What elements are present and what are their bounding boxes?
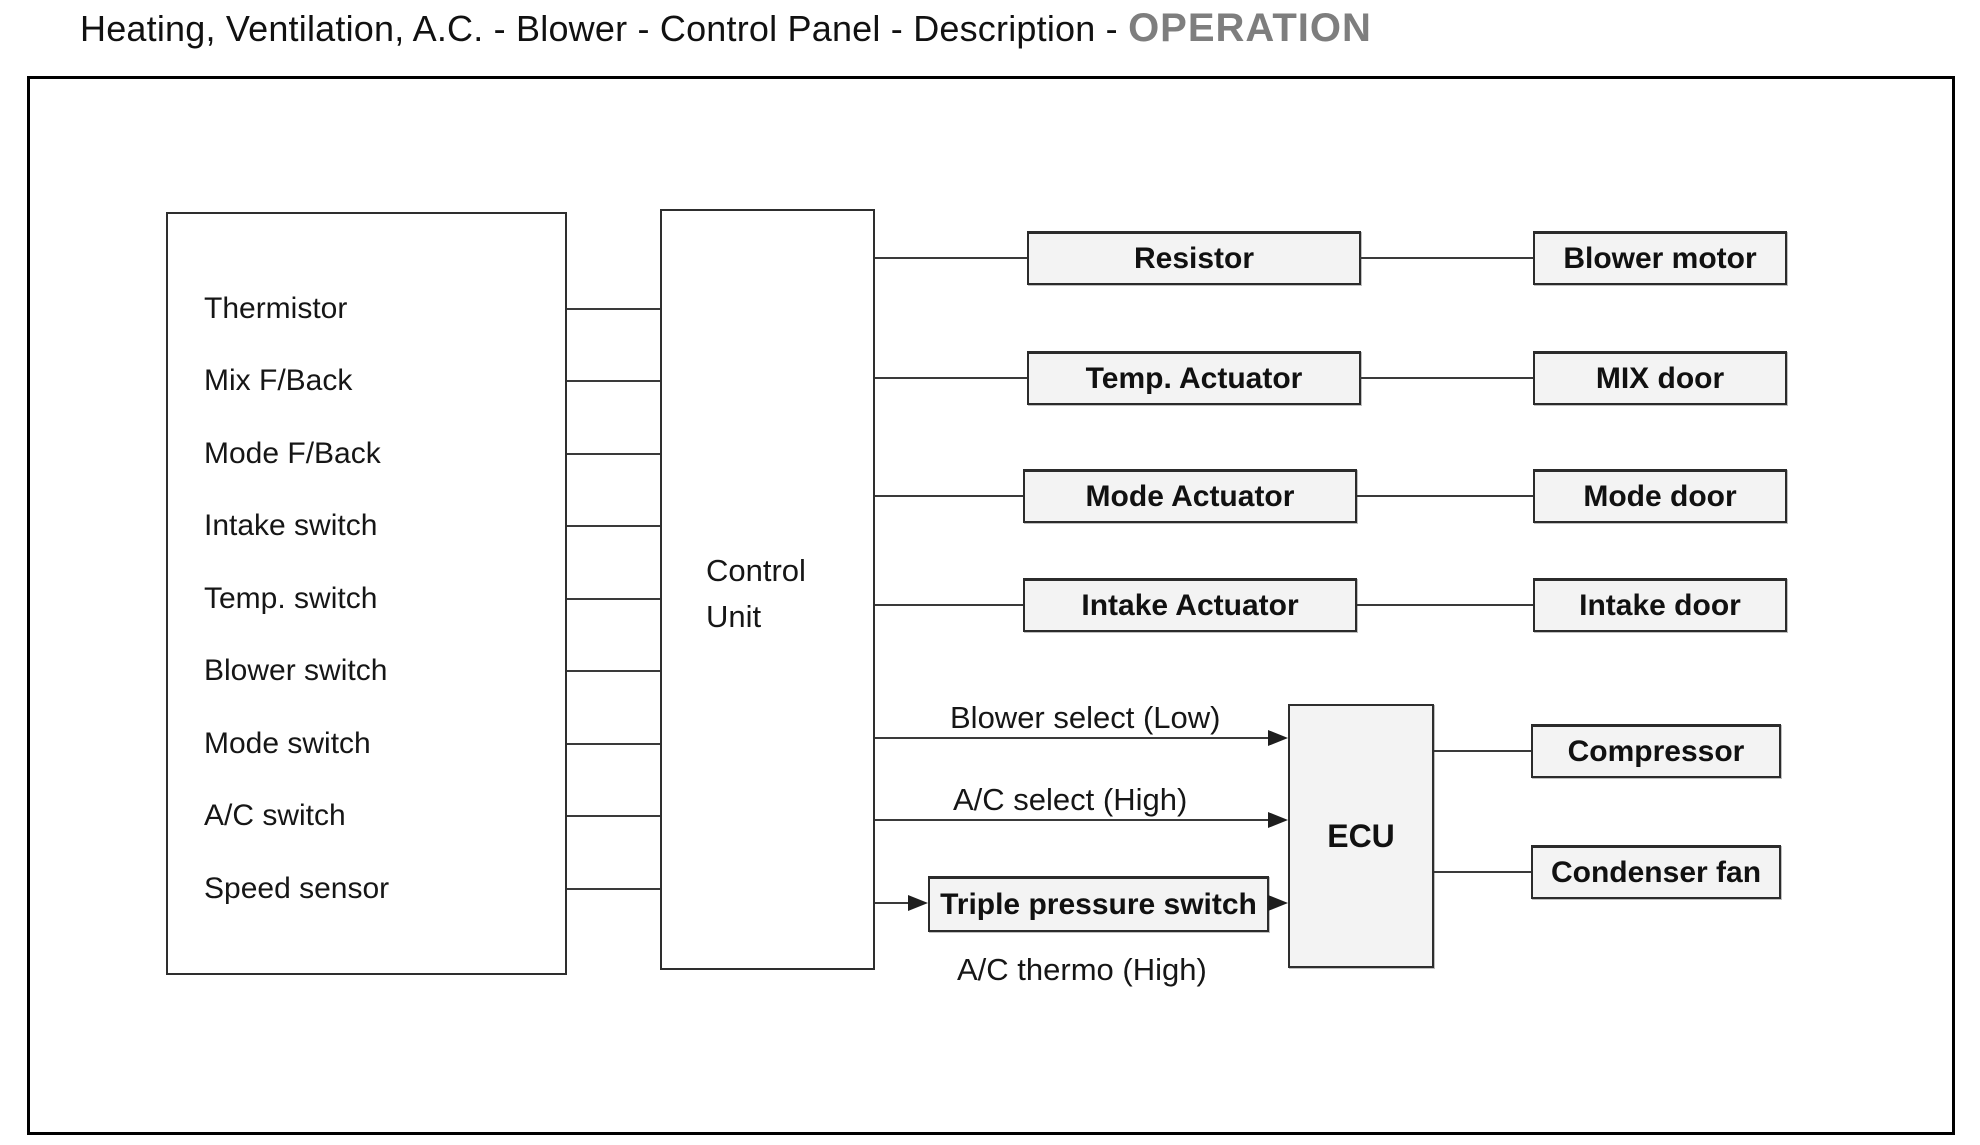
page-title: Heating, Ventilation, A.C. - Blower - Co… — [80, 6, 1372, 51]
input-label-ac-switch: A/C switch — [204, 799, 346, 832]
arrowhead-ac-select-icon — [1268, 812, 1288, 828]
input-label-thermistor: Thermistor — [204, 292, 348, 325]
mode-actuator-box: Mode Actuator — [1023, 469, 1357, 523]
line-mode-actuator-to-mode-door — [1357, 495, 1533, 497]
line-temp-actuator-to-mix-door — [1360, 377, 1533, 379]
connector-intake-switch — [567, 525, 660, 527]
control-unit-label: Control Unit — [706, 548, 806, 640]
control-unit-label-line2: Unit — [706, 599, 762, 634]
blower-motor-box: Blower motor — [1533, 231, 1787, 285]
compressor-box: Compressor — [1531, 724, 1781, 778]
line-cu-to-temp-actuator — [875, 377, 1027, 379]
temp-actuator-box: Temp. Actuator — [1027, 351, 1361, 405]
line-ecu-to-condenser-fan — [1434, 871, 1531, 873]
input-label-speed-sensor: Speed sensor — [204, 872, 390, 905]
control-unit-box — [660, 209, 875, 970]
input-label-mode-fback: Mode F/Back — [204, 437, 381, 470]
control-unit-label-line1: Control — [706, 553, 806, 588]
connector-temp-switch — [567, 598, 660, 600]
arrowhead-blower-select-icon — [1268, 730, 1288, 746]
connector-thermistor — [567, 308, 660, 310]
resistor-box: Resistor — [1027, 231, 1361, 285]
connector-ac-switch — [567, 815, 660, 817]
input-label-intake-switch: Intake switch — [204, 509, 378, 542]
input-label-mode-switch: Mode switch — [204, 727, 371, 760]
line-ecu-to-compressor — [1434, 750, 1531, 752]
connector-blower-switch — [567, 670, 660, 672]
line-cu-to-intake-actuator — [875, 604, 1027, 606]
blower-select-label: Blower select (Low) — [950, 700, 1221, 735]
line-cu-to-mode-actuator — [875, 495, 1027, 497]
line-cu-to-triple-pressure — [875, 902, 912, 904]
connector-mode-fback — [567, 453, 660, 455]
line-ac-select — [875, 819, 1270, 821]
line-resistor-to-blower-motor — [1360, 257, 1533, 259]
arrowhead-into-triple-pressure-icon — [908, 895, 928, 911]
page-title-emphasis: OPERATION — [1128, 6, 1372, 50]
mix-door-box: MIX door — [1533, 351, 1787, 405]
triple-pressure-switch-box: Triple pressure switch — [928, 876, 1269, 932]
line-intake-actuator-to-intake-door — [1357, 604, 1533, 606]
intake-actuator-box: Intake Actuator — [1023, 578, 1357, 632]
ecu-box: ECU — [1288, 704, 1434, 968]
line-blower-select — [875, 737, 1270, 739]
line-cu-to-resistor — [875, 257, 1027, 259]
mode-door-box: Mode door — [1533, 469, 1787, 523]
page-title-text: Heating, Ventilation, A.C. - Blower - Co… — [80, 8, 1129, 49]
ac-select-label: A/C select (High) — [953, 782, 1188, 817]
condenser-fan-box: Condenser fan — [1531, 845, 1781, 899]
connector-mix-fback — [567, 380, 660, 382]
input-label-blower-switch: Blower switch — [204, 654, 388, 687]
arrowhead-triple-pressure-to-ecu-icon — [1268, 895, 1288, 911]
input-label-temp-switch: Temp. switch — [204, 582, 378, 615]
connector-mode-switch — [567, 743, 660, 745]
connector-speed-sensor — [567, 888, 660, 890]
ac-thermo-note: A/C thermo (High) — [957, 952, 1207, 987]
input-label-mix-fback: Mix F/Back — [204, 364, 353, 397]
inputs-box — [166, 212, 567, 975]
intake-door-box: Intake door — [1533, 578, 1787, 632]
